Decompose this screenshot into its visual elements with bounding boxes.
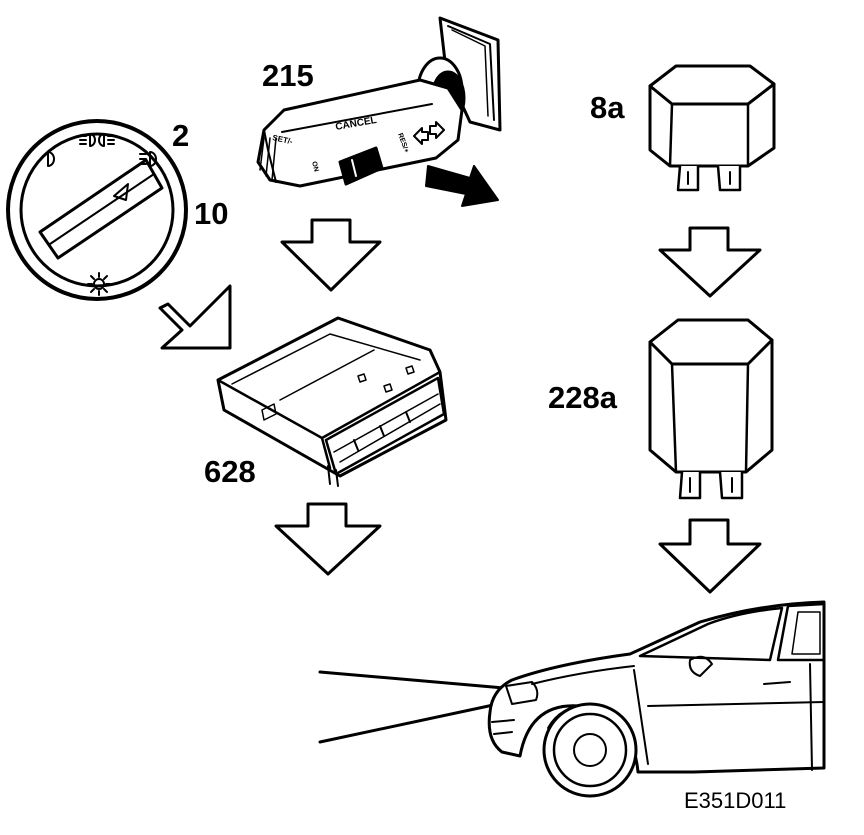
off-icon [47,151,55,167]
flow-arrow-unit-out [274,502,382,576]
relay-top [648,64,776,192]
relay-bottom [648,318,774,500]
control-unit [216,316,448,487]
headlight-icon [139,151,157,167]
label-stalk: 215 [262,58,314,93]
car [318,600,826,798]
flow-arrow-relay-to-relay [658,226,762,298]
push-arrow [425,165,499,207]
cruise-stalk [256,16,502,188]
label-switch: 2 [172,118,190,153]
flow-arrow-switch-to-unit [158,284,232,350]
stalk-on-text: ON [310,161,319,173]
label-relay-bottom: 228a [548,380,617,415]
label-relay-top: 8a [590,90,625,125]
flow-arrow-stalk-to-unit [280,218,382,292]
flow-arrow-relay-to-car [658,518,762,594]
label-switch-position: 10 [194,196,229,231]
light-switch [6,119,188,301]
stalk-set-text: SET/- [272,133,294,146]
double-arrow-icon [413,121,445,145]
label-control-unit: 628 [204,454,256,489]
parking-light-icon [79,133,115,147]
figure-id: E351D011 [684,788,787,813]
panel-light-icon [87,272,111,296]
